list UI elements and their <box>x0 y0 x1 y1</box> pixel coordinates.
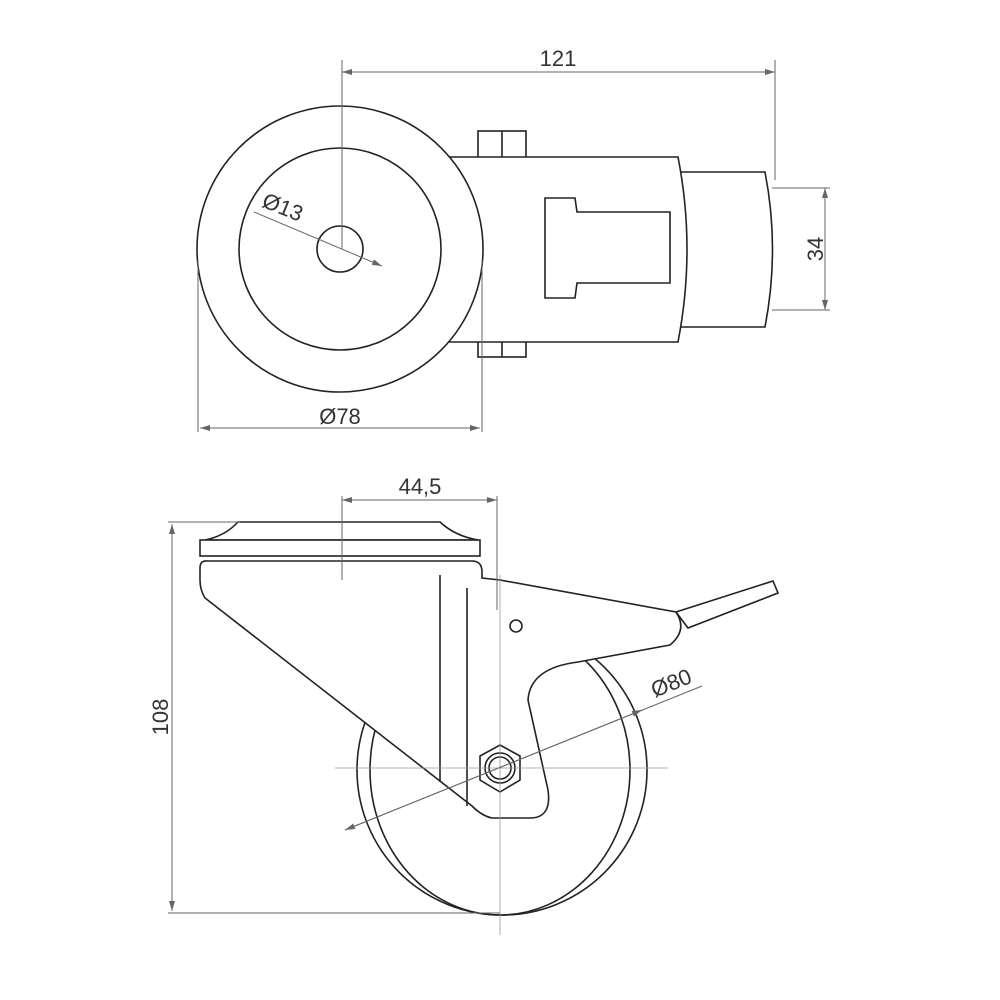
swivel-body <box>448 156 688 343</box>
wheel-outer <box>196 105 484 393</box>
brake-lever <box>674 580 780 629</box>
axle-bore <box>316 225 364 273</box>
brake-pin-hole <box>509 619 523 633</box>
top-plate <box>199 539 481 557</box>
top-view: 121 34 Ø78 Ø13 <box>196 46 830 432</box>
dim-121: 121 <box>540 46 577 71</box>
brake-slot <box>544 197 671 299</box>
dim-78: Ø78 <box>319 404 361 429</box>
dim-80: Ø80 <box>647 664 695 703</box>
stem <box>675 171 774 328</box>
wheel-hub <box>238 147 442 351</box>
dim-108: 108 <box>148 699 173 736</box>
dim-44-5: 44,5 <box>399 474 442 499</box>
dim-34: 34 <box>803 237 828 261</box>
side-view: 44,5 108 Ø80 <box>148 474 780 935</box>
